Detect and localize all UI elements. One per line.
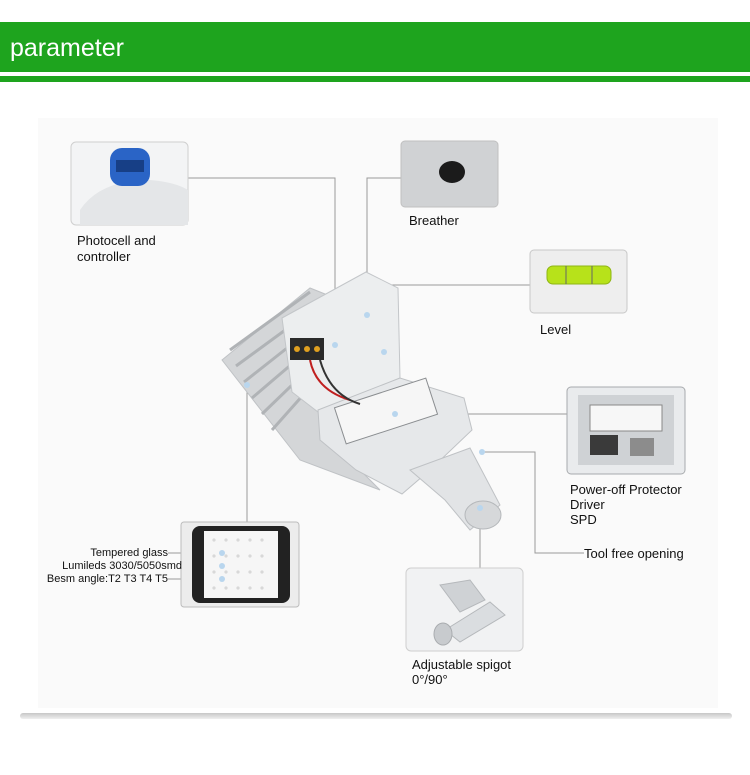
connector-breather	[366, 177, 401, 315]
header-underline	[0, 76, 750, 82]
led-module-photo	[180, 521, 300, 608]
connector-tool-free	[482, 451, 584, 554]
level-photo	[529, 249, 628, 314]
label-tempered-glass: Tempered glass	[90, 547, 168, 559]
label-breather: Breather	[409, 213, 459, 228]
spigot-photo	[405, 567, 524, 652]
driver-photo	[566, 386, 686, 475]
photocell-photo	[70, 141, 189, 226]
breather-photo	[400, 140, 499, 208]
connector-level	[383, 284, 530, 352]
label-level: Level	[540, 322, 572, 337]
label-adjustable-spigot: Adjustable spigot	[412, 657, 512, 672]
label-spd: SPD	[570, 512, 597, 527]
label-lumileds: Lumileds 3030/5050smd	[62, 560, 182, 572]
driver-module	[333, 377, 439, 445]
label-spigot-angle: 0°/90°	[412, 672, 448, 687]
bottom-divider	[20, 713, 732, 719]
page-title: parameter	[10, 34, 124, 62]
label-driver: Driver	[570, 497, 605, 512]
label-power-off-protector: Power-off Protector	[570, 482, 682, 497]
header-bar	[0, 22, 750, 72]
label-tool-free-opening: Tool free opening	[584, 546, 684, 561]
street-light-illustration	[221, 271, 502, 531]
label-photocell: Photocell and	[77, 233, 156, 248]
label-beam-angle: Besm angle:T2 T3 T4 T5	[46, 573, 168, 585]
label-controller: controller	[77, 249, 131, 264]
